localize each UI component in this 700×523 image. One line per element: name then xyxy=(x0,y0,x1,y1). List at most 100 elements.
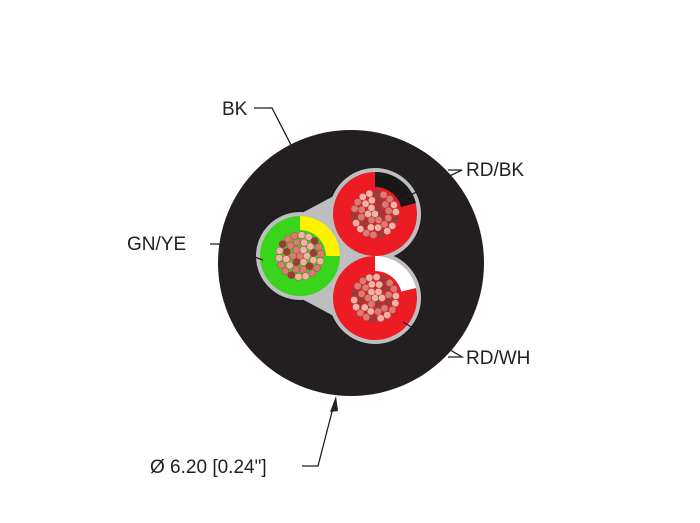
strand-bundle-bottom xyxy=(350,273,400,323)
copper-strand xyxy=(315,243,323,251)
copper-strand xyxy=(367,223,375,232)
copper-strand xyxy=(353,198,362,206)
leader-rd-wh xyxy=(402,321,465,358)
copper-strand xyxy=(368,280,376,289)
copper-strand xyxy=(303,252,311,260)
copper-strand xyxy=(365,189,374,198)
copper-strand xyxy=(391,299,400,308)
copper-strand xyxy=(277,261,285,269)
copper-strand xyxy=(385,195,394,203)
copper-strand xyxy=(376,314,385,323)
copper-strand xyxy=(283,235,292,243)
copper-strand xyxy=(350,212,358,220)
copper-strand xyxy=(384,298,393,306)
copper-strand xyxy=(297,231,306,239)
copper-strand xyxy=(313,264,322,272)
copper-strand xyxy=(374,223,382,232)
copper-strand xyxy=(369,231,378,239)
copper-strand xyxy=(391,215,400,224)
copper-strand xyxy=(275,246,284,255)
label-diameter: Ø 6.20 [0.24"] xyxy=(150,457,267,478)
copper-strand xyxy=(374,204,383,212)
copper-strand xyxy=(374,216,383,224)
copper-strand xyxy=(292,246,301,254)
copper-strand xyxy=(368,196,376,205)
copper-strand xyxy=(392,292,400,300)
copper-strand xyxy=(374,288,383,296)
copper-strand xyxy=(378,294,386,302)
copper-strand xyxy=(358,277,367,285)
copper-strand xyxy=(350,288,359,297)
leader-lines xyxy=(210,107,465,467)
label-conductor-gn-ye: GN/YE xyxy=(127,234,186,255)
conductor-rd-wh xyxy=(333,255,417,340)
copper-strand xyxy=(357,213,366,221)
copper-strand xyxy=(357,206,366,214)
copper-strand xyxy=(309,256,318,264)
copper-strand xyxy=(350,204,359,213)
copper-strand xyxy=(357,297,366,305)
copper-strand xyxy=(289,252,297,260)
copper-strand xyxy=(357,290,366,298)
copper-strand xyxy=(293,238,301,247)
copper-strand xyxy=(360,219,369,228)
copper-strand xyxy=(384,207,393,215)
copper-strand xyxy=(384,291,393,299)
copper-strand xyxy=(304,233,313,241)
copper-strand xyxy=(383,227,392,235)
copper-strand xyxy=(282,255,291,263)
leader-gn-ye xyxy=(210,243,264,261)
copper-strand xyxy=(388,222,397,230)
copper-strand xyxy=(381,284,390,293)
copper-strand xyxy=(384,214,393,222)
copper-strand xyxy=(356,309,365,317)
copper-strand xyxy=(379,275,388,283)
strand-bundle-top xyxy=(350,189,400,239)
copper-strand xyxy=(305,262,314,271)
leader-diameter xyxy=(302,403,335,467)
copper-strand xyxy=(367,288,376,296)
copper-strand xyxy=(287,271,296,279)
leader-rd-bk xyxy=(399,169,463,201)
copper-strand xyxy=(361,199,370,208)
copper-strand xyxy=(376,230,385,239)
copper-strand xyxy=(362,313,371,321)
copper-strand xyxy=(299,265,307,274)
copper-strand xyxy=(299,258,308,266)
copper-strand xyxy=(375,196,383,205)
label-conductor-rd-wh: RD/WH xyxy=(466,348,530,369)
copper-strand xyxy=(390,201,398,209)
copper-strand xyxy=(290,231,299,240)
copper-strand xyxy=(380,220,389,229)
copper-strand xyxy=(375,280,383,289)
conductor-gn-ye xyxy=(260,216,340,296)
copper-strand xyxy=(350,296,358,304)
copper-strand xyxy=(362,229,371,237)
copper-strand xyxy=(299,246,308,254)
diameter-arrowhead xyxy=(330,396,338,412)
strand-bundle-left xyxy=(275,231,325,281)
copper-strand xyxy=(286,241,295,250)
copper-strand xyxy=(285,261,294,270)
copper-strand xyxy=(281,267,290,275)
copper-strand xyxy=(356,225,365,233)
copper-strand xyxy=(388,306,397,314)
copper-strand xyxy=(316,257,325,266)
copper-strand xyxy=(374,300,383,308)
copper-strand xyxy=(310,237,319,245)
label-conductor-rd-bk: RD/BK xyxy=(466,160,524,181)
copper-strand xyxy=(282,248,291,256)
copper-strand xyxy=(361,283,370,292)
copper-strand xyxy=(353,282,362,290)
copper-strand xyxy=(275,254,283,262)
copper-strand xyxy=(390,285,398,293)
copper-strand xyxy=(360,303,369,312)
copper-strand xyxy=(352,303,360,311)
copper-strand xyxy=(367,204,376,212)
copper-strand xyxy=(292,265,300,274)
copper-strand xyxy=(278,240,287,248)
copper-strand xyxy=(308,269,317,277)
copper-strand xyxy=(379,191,388,199)
copper-strand xyxy=(372,273,381,281)
